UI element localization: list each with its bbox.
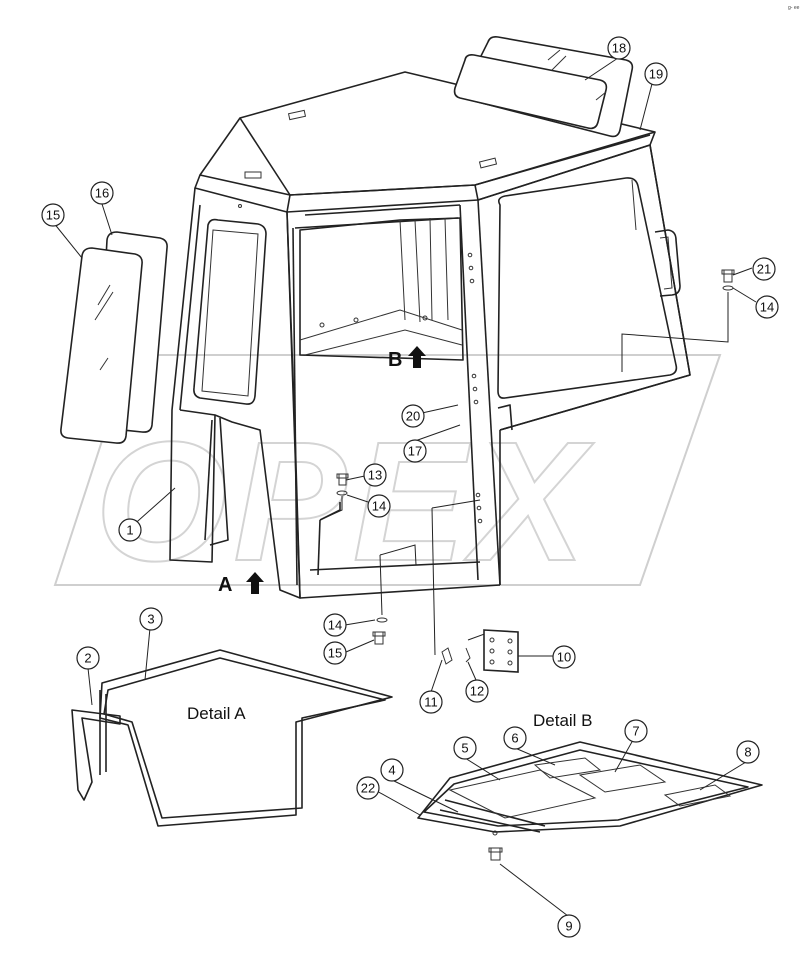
view-label-a: A bbox=[218, 574, 232, 596]
callout-6: 6 bbox=[503, 726, 527, 750]
detail-label-a: Detail A bbox=[187, 704, 246, 723]
detail-a bbox=[71, 649, 393, 827]
svg-text:20: 20 bbox=[406, 409, 420, 424]
glass-15 bbox=[60, 247, 143, 444]
cab-assembly bbox=[169, 71, 691, 599]
svg-text:4: 4 bbox=[388, 763, 395, 778]
callout-14-low: 14 bbox=[323, 613, 347, 637]
callout-12: 12 bbox=[465, 679, 489, 703]
svg-text:22: 22 bbox=[361, 781, 375, 796]
svg-text:16: 16 bbox=[95, 186, 109, 201]
callout-17: 17 bbox=[403, 439, 427, 463]
callout-13: 13 bbox=[363, 463, 387, 487]
callout-14-mid: 14 bbox=[367, 494, 391, 518]
svg-text:15: 15 bbox=[328, 646, 342, 661]
callout-9: 9 bbox=[557, 914, 581, 938]
callout-22: 22 bbox=[356, 776, 380, 800]
view-label-b: B bbox=[388, 349, 402, 371]
pin-12 bbox=[465, 647, 471, 663]
detail-label-b: Detail B bbox=[533, 711, 593, 730]
svg-text:13: 13 bbox=[368, 468, 382, 483]
svg-text:18: 18 bbox=[612, 41, 626, 56]
callout-11: 11 bbox=[419, 690, 443, 714]
svg-text:3: 3 bbox=[147, 612, 154, 627]
washer-14-low bbox=[376, 617, 388, 623]
callout-21: 21 bbox=[752, 257, 776, 281]
svg-text:21: 21 bbox=[757, 262, 771, 277]
svg-text:1: 1 bbox=[126, 523, 133, 538]
corner-mark: g- ee bbox=[788, 5, 800, 11]
callout-1: 1 bbox=[118, 518, 142, 542]
view-arrow-a: A bbox=[218, 572, 264, 596]
bolt-21 bbox=[723, 269, 733, 283]
right-door-window bbox=[497, 177, 678, 399]
svg-text:6: 6 bbox=[511, 731, 518, 746]
callout-10: 10 bbox=[552, 645, 576, 669]
panel-5 bbox=[448, 769, 597, 819]
floor-panel bbox=[417, 741, 763, 833]
callout-20: 20 bbox=[401, 404, 425, 428]
callout-18: 18 bbox=[607, 36, 631, 60]
svg-text:5: 5 bbox=[461, 741, 468, 756]
callout-14-right: 14 bbox=[755, 295, 779, 319]
svg-text:17: 17 bbox=[408, 444, 422, 459]
svg-text:7: 7 bbox=[632, 724, 639, 739]
callout-5: 5 bbox=[453, 736, 477, 760]
svg-text:12: 12 bbox=[470, 684, 484, 699]
svg-text:19: 19 bbox=[649, 67, 663, 82]
seal-2 bbox=[71, 709, 121, 801]
callout-19: 19 bbox=[644, 62, 668, 86]
fastener-9 bbox=[490, 847, 501, 861]
svg-text:14: 14 bbox=[328, 618, 342, 633]
svg-text:2: 2 bbox=[84, 651, 91, 666]
rear-glass bbox=[453, 36, 634, 138]
latch-11 bbox=[441, 647, 453, 665]
hardware bbox=[319, 269, 735, 861]
detail-b bbox=[417, 741, 763, 833]
panel-8 bbox=[663, 784, 732, 807]
callout-15: 15 bbox=[41, 203, 65, 227]
panel-6 bbox=[533, 757, 602, 779]
svg-text:8: 8 bbox=[744, 745, 751, 760]
callout-3: 3 bbox=[139, 607, 163, 631]
arrow-up-icon bbox=[408, 346, 426, 368]
callout-16: 16 bbox=[90, 181, 114, 205]
callout-7: 7 bbox=[624, 719, 648, 743]
arrow-up-icon bbox=[246, 572, 264, 594]
svg-text:11: 11 bbox=[424, 695, 438, 710]
view-arrow-b: B bbox=[388, 346, 426, 371]
washer-14-mid bbox=[336, 490, 348, 496]
washer-14-right bbox=[722, 285, 734, 291]
callout-8: 8 bbox=[736, 740, 760, 764]
callout-15-low: 15 bbox=[323, 641, 347, 665]
callout-2: 2 bbox=[76, 646, 100, 670]
plate-10 bbox=[483, 629, 519, 673]
left-side-window bbox=[193, 218, 267, 405]
side-glass-pair bbox=[60, 231, 168, 444]
bolt-15 bbox=[374, 631, 384, 645]
svg-text:15: 15 bbox=[46, 208, 60, 223]
svg-text:14: 14 bbox=[372, 499, 386, 514]
svg-text:14: 14 bbox=[760, 300, 774, 315]
panel-7 bbox=[578, 764, 667, 793]
callout-4: 4 bbox=[380, 758, 404, 782]
svg-text:10: 10 bbox=[557, 650, 571, 665]
svg-text:9: 9 bbox=[565, 919, 572, 934]
seal-3 bbox=[99, 649, 393, 827]
